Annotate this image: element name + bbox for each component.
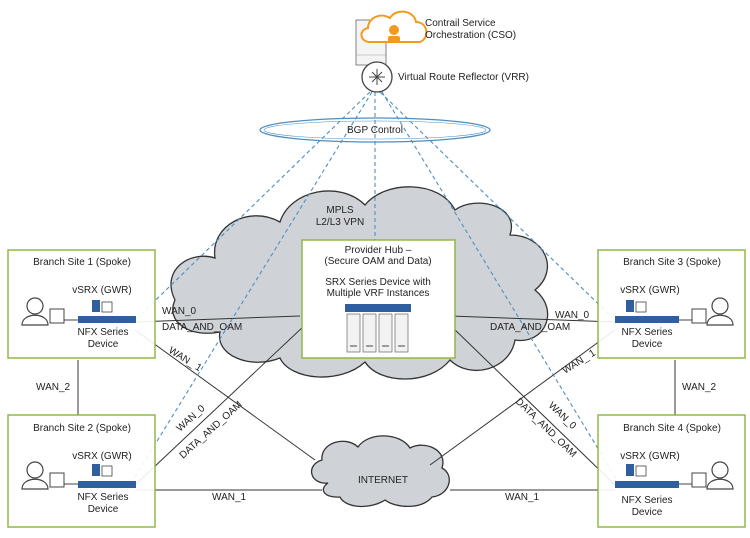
provider-hub-box — [301, 239, 456, 359]
site1-device-line2: Device — [88, 339, 119, 350]
site3-vsrx-icon — [626, 300, 647, 313]
site1-vsrx-icon — [92, 300, 113, 313]
label-wan2-left: WAN_2 — [36, 382, 71, 393]
label-wan1-site3: WAN_ 1 — [561, 347, 598, 376]
internet-label: INTERNET — [358, 475, 408, 486]
hub-title-line2: (Secure OAM and Data) — [324, 256, 431, 267]
hub-device-line2: Multiple VRF Instances — [327, 288, 430, 299]
site2-device-line1: NFX Series — [77, 492, 128, 503]
label-wan1-site2: WAN_1 — [212, 492, 247, 503]
label-dao-site3: DATA_AND_OAM — [490, 322, 570, 333]
bgp-control-ring — [259, 117, 491, 143]
bgp-control-label: BGP Control — [347, 125, 403, 136]
site4-vsrx-label: vSRX (GWR) — [620, 451, 679, 462]
site4-user-icon — [691, 461, 734, 490]
site2-device-line2: Device — [88, 504, 119, 515]
site4-nfx-device-icon — [615, 481, 692, 488]
site1-vsrx-label: vSRX (GWR) — [72, 285, 131, 296]
site2-title: Branch Site 2 (Spoke) — [33, 423, 131, 434]
vrr-router-icon — [361, 61, 393, 93]
vrr-label: Virtual Route Reflector (VRR) — [398, 72, 529, 83]
label-wan0-site3: WAN_0 — [555, 310, 590, 321]
site2-nfx-device-icon — [64, 481, 136, 488]
site1-device-line1: NFX Series — [77, 327, 128, 338]
site1-title: Branch Site 1 (Spoke) — [33, 257, 131, 268]
site3-device-line2: Device — [632, 339, 663, 350]
label-wan2-right: WAN_2 — [682, 382, 717, 393]
label-wan1-site1: WAN_ 1 — [166, 345, 203, 374]
label-wan0-site1: WAN_0 — [162, 306, 197, 317]
site3-device-line1: NFX Series — [621, 327, 672, 338]
site1-nfx-device-icon — [64, 316, 136, 323]
site4-device-line1: NFX Series — [621, 495, 672, 506]
cso-cloud-icon — [360, 10, 428, 43]
site2-vsrx-label: vSRX (GWR) — [72, 451, 131, 462]
site3-vsrx-label: vSRX (GWR) — [620, 285, 679, 296]
site3-title: Branch Site 3 (Spoke) — [623, 257, 721, 268]
label-dao-site1: DATA_AND_OAM — [162, 322, 242, 333]
site1-user-icon — [21, 297, 65, 326]
hub-title-line1: Provider Hub – — [345, 245, 412, 256]
site4-title: Branch Site 4 (Spoke) — [623, 423, 721, 434]
cso-label-line1: Contrail Service — [425, 18, 496, 29]
label-dao-site2: DATA_AND_OAM — [178, 399, 245, 461]
bgp-control-links — [129, 91, 621, 486]
site3-user-icon — [691, 297, 734, 326]
site2-vsrx-icon — [92, 464, 113, 477]
branch-site-4: Branch Site 4 (Spoke) vSRX (GWR) NFX Ser… — [597, 414, 746, 528]
wan-links — [77, 315, 676, 491]
branch-site-1: Branch Site 1 (Spoke) vSRX (GWR) NFX Ser… — [7, 249, 156, 359]
site2-user-icon — [21, 461, 65, 490]
bgp-control-ring-inner — [263, 120, 487, 140]
site3-nfx-device-icon — [615, 316, 692, 323]
branch-site-3: Branch Site 3 (Spoke) vSRX (GWR) NFX Ser… — [597, 249, 746, 359]
cso-label-line2: Orchestration (CSO) — [425, 30, 516, 41]
mpls-label-line1: MPLS — [326, 205, 354, 216]
srx-device-icon — [345, 304, 411, 353]
label-wan1-site4: WAN_1 — [505, 492, 540, 503]
site4-device-line2: Device — [632, 507, 663, 518]
mpls-label-line2: L2/L3 VPN — [316, 217, 364, 228]
branch-site-2: Branch Site 2 (Spoke) vSRX (GWR) NFX Ser… — [7, 414, 156, 528]
hub-device-line1: SRX Series Device with — [325, 277, 431, 288]
site4-vsrx-icon — [626, 464, 647, 477]
internet-cloud — [311, 435, 450, 508]
